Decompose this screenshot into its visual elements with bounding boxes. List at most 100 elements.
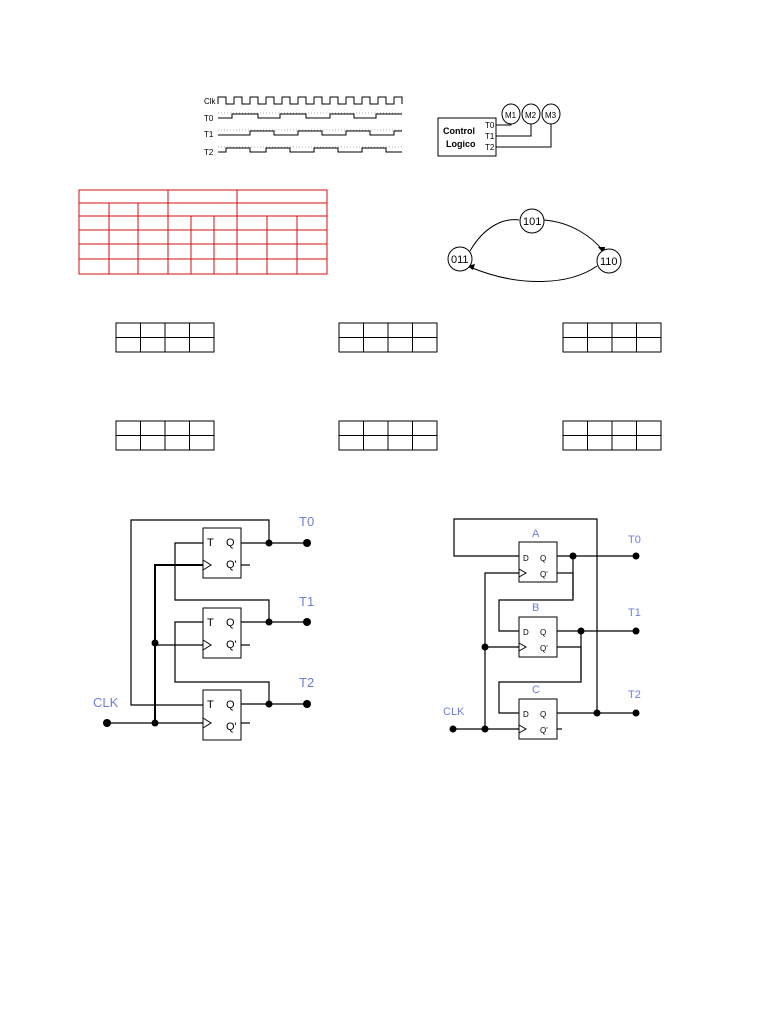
d-clk-label: CLK bbox=[443, 706, 465, 718]
kmap-cell bbox=[164, 337, 190, 353]
kmap-cell bbox=[363, 420, 389, 436]
d-ff-b-label: B bbox=[532, 602, 539, 614]
kmap-cell bbox=[587, 322, 613, 338]
t-ff-3-q-pin: Q bbox=[226, 699, 235, 711]
control-out-t1: T1 bbox=[485, 132, 495, 141]
d-ff-b-q-pin: Q bbox=[540, 628, 546, 637]
kmap-cell bbox=[636, 337, 662, 353]
clock-waveform bbox=[217, 96, 403, 105]
kmap-cell bbox=[115, 435, 141, 451]
d-ff-a-d-pin: D bbox=[523, 554, 529, 563]
kmap-cell bbox=[611, 322, 637, 338]
kmap-cell bbox=[387, 322, 413, 338]
kmap-cell bbox=[338, 420, 364, 436]
control-label-2: Logico bbox=[446, 139, 476, 149]
kmap-cell bbox=[164, 435, 190, 451]
kmap-cell bbox=[338, 322, 364, 338]
t-out-t1: T1 bbox=[299, 594, 314, 609]
motor-m1-label: M1 bbox=[505, 111, 517, 120]
kmap-cell bbox=[611, 420, 637, 436]
kmap-cell bbox=[611, 337, 637, 353]
d-ff-a bbox=[518, 541, 558, 583]
kmap-cell bbox=[636, 435, 662, 451]
kmap-cell bbox=[587, 420, 613, 436]
control-label-1: Control bbox=[443, 126, 475, 136]
kmap-cell bbox=[387, 435, 413, 451]
kmap-grid bbox=[338, 420, 438, 451]
kmap-cell bbox=[363, 337, 389, 353]
t-out-t0: T0 bbox=[299, 514, 314, 529]
t-ff-3-t-pin: T bbox=[207, 699, 214, 711]
kmap-cell bbox=[189, 322, 215, 338]
t-ff-1-qn-pin: Q' bbox=[226, 559, 237, 571]
d-out-t0: T0 bbox=[628, 534, 641, 546]
state-110 bbox=[596, 248, 622, 274]
motor-m3-label: M3 bbox=[545, 111, 557, 120]
kmap-cell bbox=[189, 337, 215, 353]
kmap-cell bbox=[338, 337, 364, 353]
t1-waveform bbox=[218, 130, 402, 136]
kmap-cell bbox=[412, 337, 438, 353]
timing-t1-label: T1 bbox=[204, 130, 214, 139]
d-ff-c-q-pin: Q bbox=[540, 710, 546, 719]
t-ff-2-t-pin: T bbox=[207, 617, 214, 629]
kmap-grid bbox=[562, 420, 662, 451]
kmap-cell bbox=[412, 435, 438, 451]
d-ff-c-d-pin: D bbox=[523, 710, 529, 719]
kmap-cell bbox=[412, 322, 438, 338]
state-101 bbox=[519, 208, 545, 234]
kmap-cell bbox=[636, 420, 662, 436]
t-ff-1 bbox=[202, 527, 242, 579]
kmap-cell bbox=[587, 337, 613, 353]
t-ff-2-qn-pin: Q' bbox=[226, 639, 237, 651]
timing-t0-label: T0 bbox=[204, 114, 214, 123]
d-ff-b-d-pin: D bbox=[523, 628, 529, 637]
d-flipflop-circuit: A B C D Q Q' D Q Q' D Q Q' bbox=[443, 518, 641, 740]
kmap-grid bbox=[115, 322, 215, 353]
control-out-t2: T2 bbox=[485, 143, 495, 152]
kmap-cell bbox=[387, 337, 413, 353]
d-ff-a-label: A bbox=[532, 528, 540, 540]
kmap-cell bbox=[338, 435, 364, 451]
kmap-grids bbox=[115, 322, 662, 451]
kmap-cell bbox=[140, 420, 166, 436]
state-table bbox=[78, 189, 328, 275]
t-ff-3-qn-pin: Q' bbox=[226, 721, 237, 733]
t2-waveform bbox=[218, 147, 402, 153]
t-ff-3 bbox=[202, 689, 242, 741]
kmap-cell bbox=[562, 337, 588, 353]
state-101-label: 101 bbox=[523, 216, 541, 228]
timing-diagram: Clk T0 T1 T2 bbox=[204, 96, 403, 157]
timing-t2-label: T2 bbox=[204, 148, 214, 157]
kmap-cell bbox=[115, 420, 141, 436]
kmap-cell bbox=[587, 435, 613, 451]
kmap-cell bbox=[140, 322, 166, 338]
kmap-cell bbox=[562, 420, 588, 436]
t-flipflop-circuit: T Q Q' T Q Q' T Q Q' bbox=[93, 514, 314, 741]
d-ff-b bbox=[518, 616, 558, 658]
kmap-cell bbox=[363, 322, 389, 338]
control-box bbox=[437, 117, 497, 157]
d-ff-a-qn-pin: Q' bbox=[540, 570, 548, 579]
d-ff-c-label: C bbox=[532, 684, 540, 696]
kmap-cell bbox=[140, 337, 166, 353]
kmap-grid bbox=[338, 322, 438, 353]
d-ff-c bbox=[518, 698, 558, 740]
d-ff-b-qn-pin: Q' bbox=[540, 644, 548, 653]
kmap-cell bbox=[115, 337, 141, 353]
control-logico-block: Control Logico T0 T1 T2 M1 M2 M3 bbox=[437, 103, 561, 157]
kmap-cell bbox=[636, 322, 662, 338]
t-ff-1-q-pin: Q bbox=[226, 537, 235, 549]
timing-clk-label: Clk bbox=[204, 97, 217, 106]
t0-waveform bbox=[218, 113, 402, 119]
state-011-label: 011 bbox=[451, 254, 469, 266]
d-out-t2: T2 bbox=[628, 689, 641, 701]
kmap-cell bbox=[363, 435, 389, 451]
state-110-label: 110 bbox=[600, 256, 618, 268]
kmap-cell bbox=[164, 420, 190, 436]
t-out-t2: T2 bbox=[299, 675, 314, 690]
kmap-cell bbox=[562, 435, 588, 451]
kmap-cell bbox=[412, 420, 438, 436]
motor-m2-label: M2 bbox=[525, 111, 537, 120]
